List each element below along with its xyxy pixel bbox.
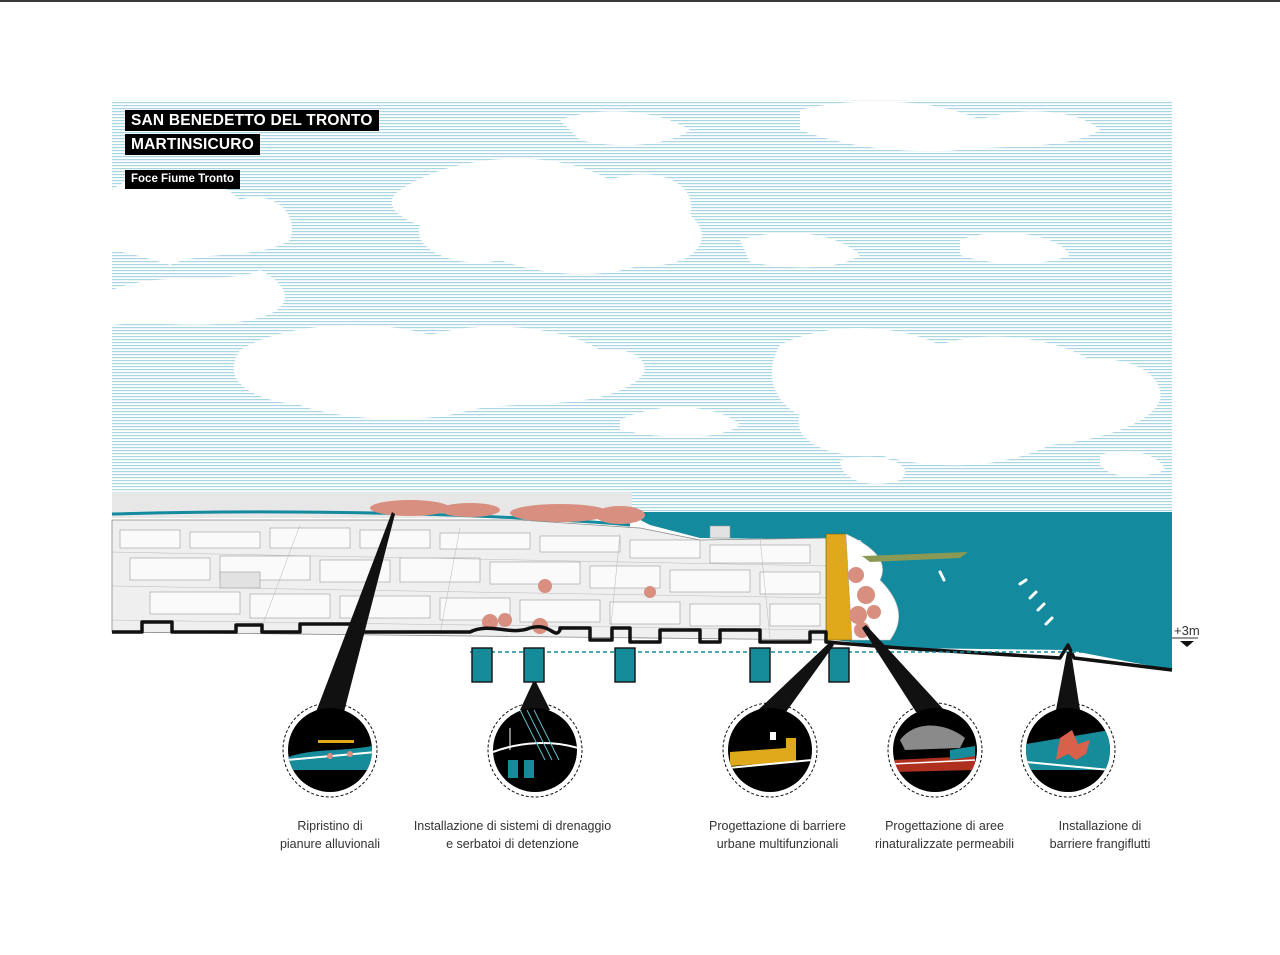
callout-4-renaturalized (887, 702, 983, 798)
callout-5-breakwater (1020, 702, 1116, 798)
breakwater-blocks (938, 570, 1054, 626)
callout-2-drainage (487, 702, 583, 798)
detention-tanks (471, 647, 850, 683)
city-blocks (119, 525, 821, 627)
ground-profile (112, 620, 1173, 672)
river-mouth-label: Foce Fiume Tronto (125, 170, 240, 189)
leader-lines (316, 512, 1080, 712)
city-hatching (111, 524, 831, 639)
callout-1-floodplain (282, 702, 378, 798)
location-title: SAN BENEDETTO DEL TRONTO (125, 110, 379, 131)
far-trees (370, 500, 645, 524)
top-border (0, 0, 1280, 2)
level-marker-label: +3m (1174, 623, 1200, 638)
callout-3-urban-barrier (722, 702, 818, 798)
caption-floodplain-restoration: Ripristino di pianure alluvionali (279, 819, 381, 851)
caption-drainage-tanks: Installazione di sistemi di drenaggio e … (413, 819, 612, 851)
level-marker-triangle (1180, 641, 1194, 647)
coastal-trees (482, 567, 881, 638)
caption-renaturalized-areas: Progettazione di aree rinaturalizzate pe… (875, 819, 1014, 851)
sea (625, 512, 1172, 670)
location-subtitle: MARTINSICURO (125, 134, 260, 155)
caption-breakwaters: Installazione di barriere frangiflutti (1049, 819, 1151, 851)
clouds (112, 101, 1165, 484)
pier (862, 552, 968, 562)
caption-urban-barriers: Progettazione di barriere urbane multifu… (709, 819, 846, 851)
